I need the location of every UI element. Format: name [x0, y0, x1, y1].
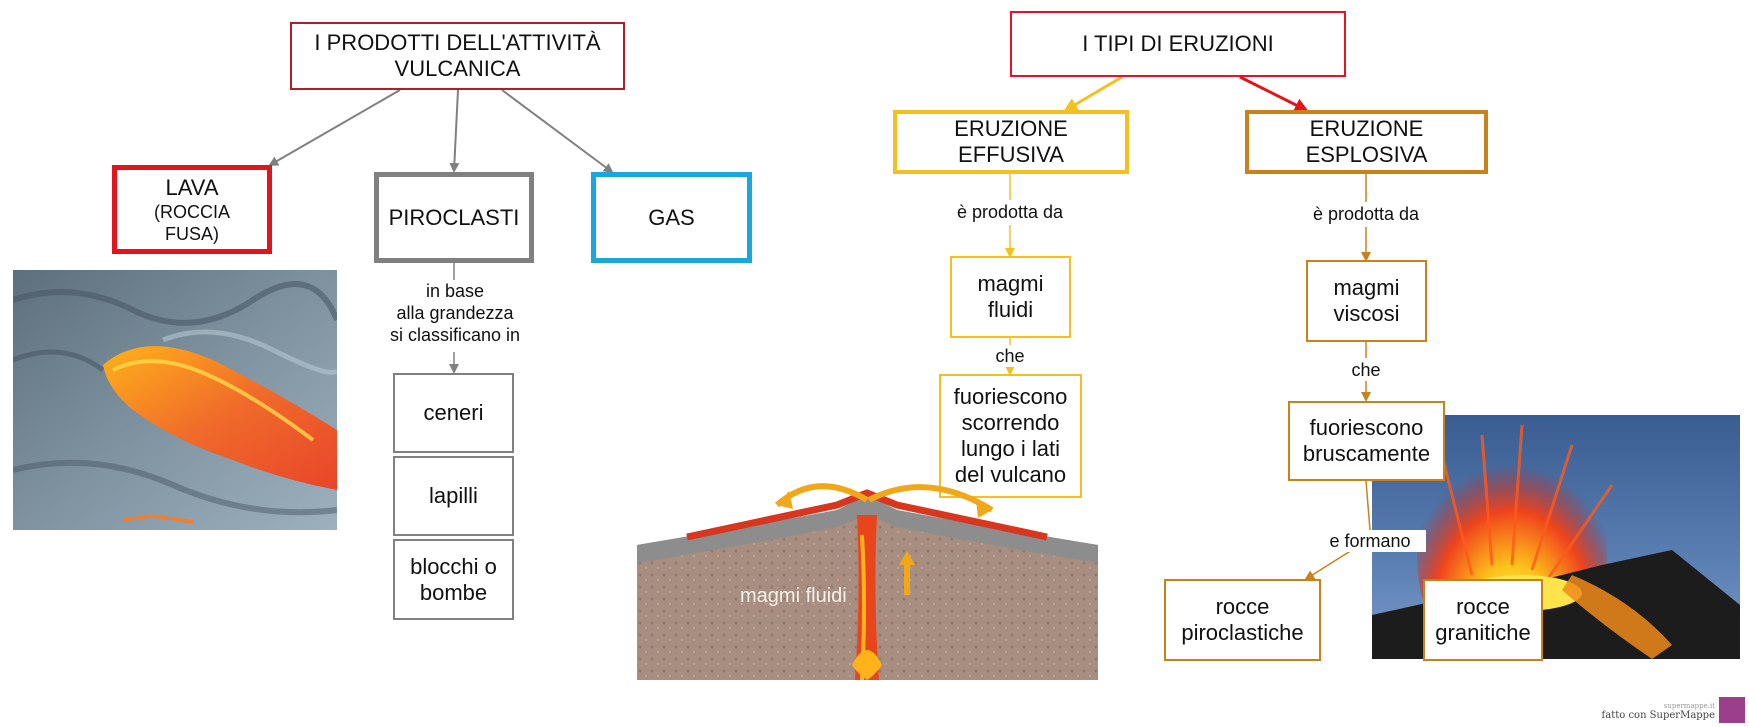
blocchi-line2: bombe — [419, 579, 488, 605]
lava-sub-line1: (ROCCIA — [154, 201, 230, 222]
illustration-label: magmi fluidi — [740, 585, 847, 607]
link-label-prodotta-da-effusiva: è prodotta da — [930, 201, 1090, 223]
gas-label: GAS — [648, 204, 695, 230]
node-magmi-fluidi[interactable]: magmi fluidi — [950, 256, 1071, 338]
node-lapilli[interactable]: lapilli — [393, 456, 514, 536]
scorrendo-line4: del vulcano — [954, 462, 1067, 487]
node-tipi-di-eruzioni[interactable]: I TIPI DI ERUZIONI — [1010, 11, 1346, 77]
magmi-viscosi-line1: magmi — [1333, 275, 1400, 300]
link-label-classificano: in base alla grandezza si classificano i… — [365, 280, 545, 346]
node-eruzione-esplosiva[interactable]: ERUZIONE ESPLOSIVA — [1245, 110, 1488, 174]
lava-flow-photo — [13, 270, 337, 530]
effusiva-line1: ERUZIONE — [954, 116, 1068, 141]
footer-credit: supermappe.it fatto con SuperMappe — [1602, 702, 1715, 721]
link-label-e-formano: e formano — [1314, 530, 1426, 552]
node-fuoriescono-scorrendo[interactable]: fuoriescono scorrendo lungo i lati del v… — [939, 374, 1082, 498]
node-title-line1: I PRODOTTI DELL'ATTIVITÀ — [314, 30, 601, 55]
link-label-line1: in base — [425, 281, 485, 301]
magmi-fluidi-line2: fluidi — [987, 297, 1034, 322]
lava-label: LAVA — [165, 174, 219, 200]
footer-text: fatto con SuperMappe — [1601, 710, 1715, 721]
tipi-eruzioni-label: I TIPI DI ERUZIONI — [1082, 31, 1274, 56]
esplosiva-line1: ERUZIONE — [1309, 116, 1424, 141]
rocce-piro-line2: piroclastiche — [1181, 620, 1304, 645]
node-rocce-granitiche[interactable]: rocce granitiche — [1423, 579, 1543, 661]
supermappe-logo-icon — [1719, 697, 1745, 723]
blocchi-line1: blocchi o — [410, 553, 497, 579]
node-piroclasti[interactable]: PIROCLASTI — [374, 172, 534, 263]
link-label-prodotta-da-esplosiva: è prodotta da — [1286, 203, 1446, 225]
rocce-piro-line1: rocce — [1215, 594, 1270, 619]
node-eruzione-effusiva[interactable]: ERUZIONE EFFUSIVA — [893, 110, 1129, 174]
effusive-eruption-illustration: magmi fluidi — [637, 475, 1098, 680]
node-magmi-viscosi[interactable]: magmi viscosi — [1306, 260, 1427, 342]
scorrendo-line3: lungo i lati — [960, 436, 1061, 461]
node-title-line2: VULCANICA — [394, 56, 521, 81]
node-prodotti-attivita-vulcanica[interactable]: I PRODOTTI DELL'ATTIVITÀ VULCANICA — [290, 22, 625, 90]
link-label-line3: si classificano in — [389, 325, 521, 345]
node-fuoriescono-bruscamente[interactable]: fuoriescono bruscamente — [1288, 401, 1445, 481]
scorrendo-line1: fuoriescono — [953, 384, 1068, 409]
node-blocchi-bombe[interactable]: blocchi o bombe — [393, 539, 514, 620]
magmi-fluidi-line1: magmi — [977, 271, 1044, 296]
link-label-line2: alla grandezza — [396, 303, 514, 323]
piroclasti-label: PIROCLASTI — [388, 204, 520, 230]
lava-sub-line2: FUSA) — [165, 223, 219, 244]
node-lava[interactable]: LAVA (ROCCIA FUSA) — [112, 165, 272, 254]
lapilli-label: lapilli — [429, 483, 478, 508]
link-label-che-effusiva: che — [985, 345, 1035, 367]
esplosiva-line2: ESPLOSIVA — [1305, 142, 1428, 167]
effusiva-line2: EFFUSIVA — [958, 142, 1064, 167]
magmi-viscosi-line2: viscosi — [1333, 301, 1400, 326]
node-gas[interactable]: GAS — [591, 172, 752, 263]
node-ceneri[interactable]: ceneri — [393, 373, 514, 453]
ceneri-label: ceneri — [423, 400, 484, 425]
scorrendo-line2: scorrendo — [961, 410, 1060, 435]
rocce-gran-line1: rocce — [1456, 594, 1510, 619]
bruscamente-line2: bruscamente — [1302, 441, 1431, 466]
bruscamente-line1: fuoriescono — [1309, 415, 1424, 440]
rocce-gran-line2: granitiche — [1435, 620, 1531, 645]
link-label-che-esplosiva: che — [1341, 359, 1391, 381]
node-rocce-piroclastiche[interactable]: rocce piroclastiche — [1164, 579, 1321, 661]
footer-mini: supermappe.it — [1663, 702, 1715, 710]
